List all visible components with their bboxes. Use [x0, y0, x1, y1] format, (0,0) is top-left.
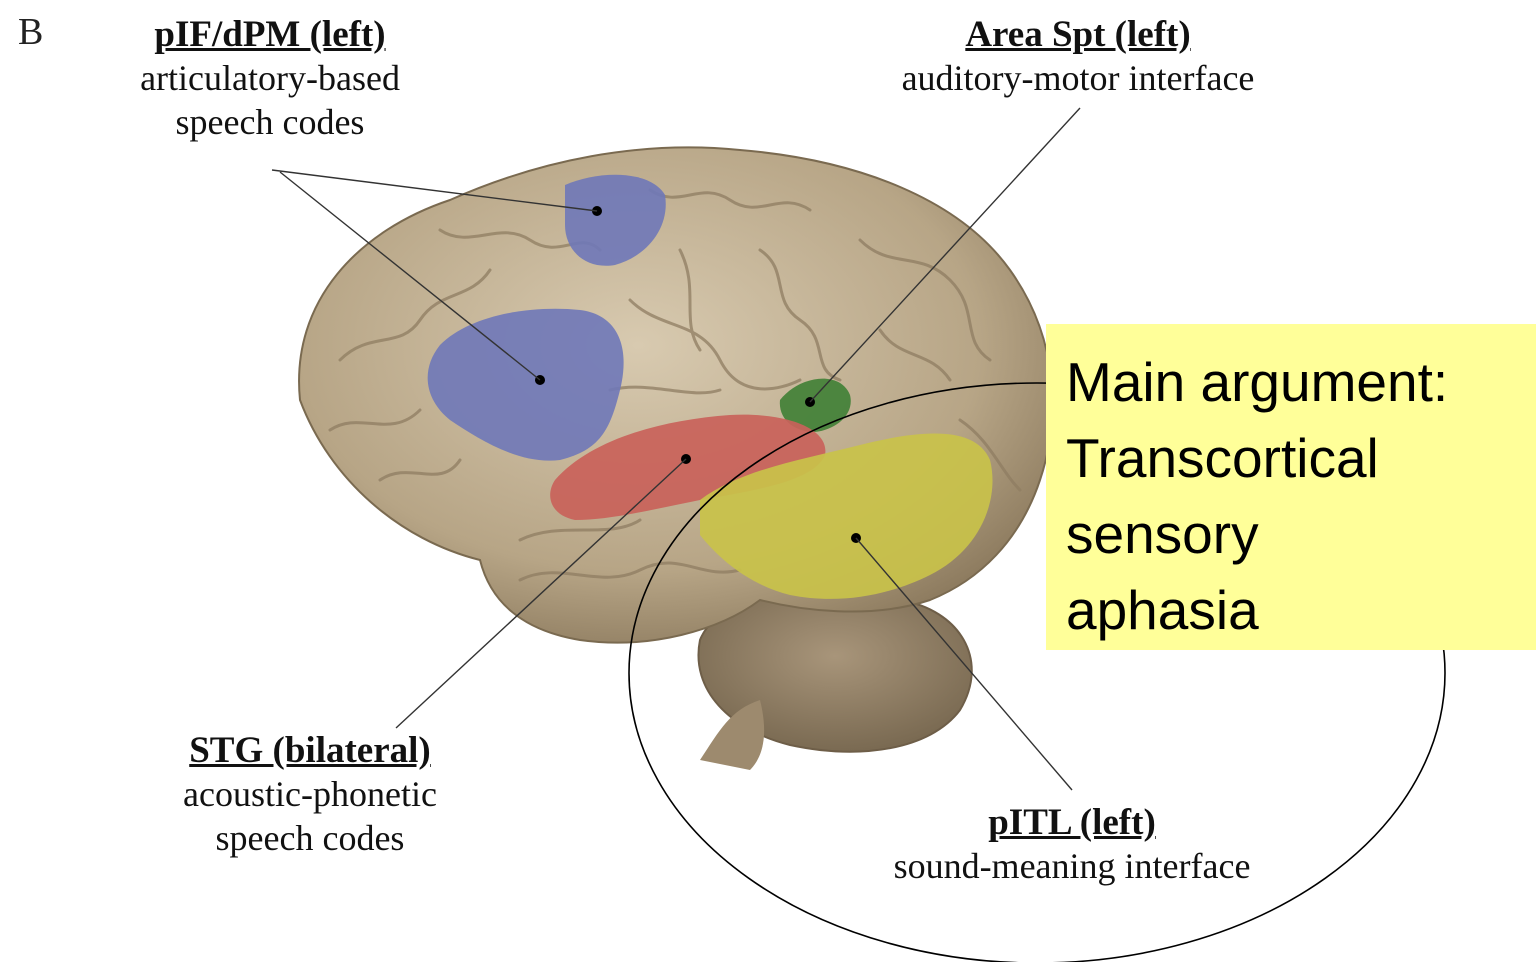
- label-stg-desc-1: acoustic-phonetic: [110, 773, 510, 817]
- callout-box: Main argument: Transcortical sensory aph…: [1046, 324, 1536, 650]
- label-area-spt-desc-1: auditory-motor interface: [830, 57, 1326, 101]
- label-pif-dpm-title: pIF/dPM (left): [60, 12, 480, 57]
- label-area-spt-title: Area Spt (left): [830, 12, 1326, 57]
- callout-line-3: sensory: [1066, 496, 1536, 572]
- callout-line-4: aphasia: [1066, 572, 1536, 648]
- callout-line-2: Transcortical: [1066, 420, 1536, 496]
- label-pitl-desc-1: sound-meaning interface: [830, 845, 1314, 889]
- label-stg-title: STG (bilateral): [110, 728, 510, 773]
- label-stg: STG (bilateral) acoustic-phonetic speech…: [110, 728, 510, 861]
- label-area-spt: Area Spt (left) auditory-motor interface: [830, 12, 1326, 101]
- label-pitl-title: pITL (left): [830, 800, 1314, 845]
- label-pif-dpm-desc-2: speech codes: [60, 101, 480, 145]
- label-pif-dpm: pIF/dPM (left) articulatory-based speech…: [60, 12, 480, 145]
- panel-letter: B: [18, 10, 43, 54]
- label-pitl: pITL (left) sound-meaning interface: [830, 800, 1314, 889]
- label-pif-dpm-desc-1: articulatory-based: [60, 57, 480, 101]
- callout-line-1: Main argument:: [1066, 344, 1536, 420]
- label-stg-desc-2: speech codes: [110, 817, 510, 861]
